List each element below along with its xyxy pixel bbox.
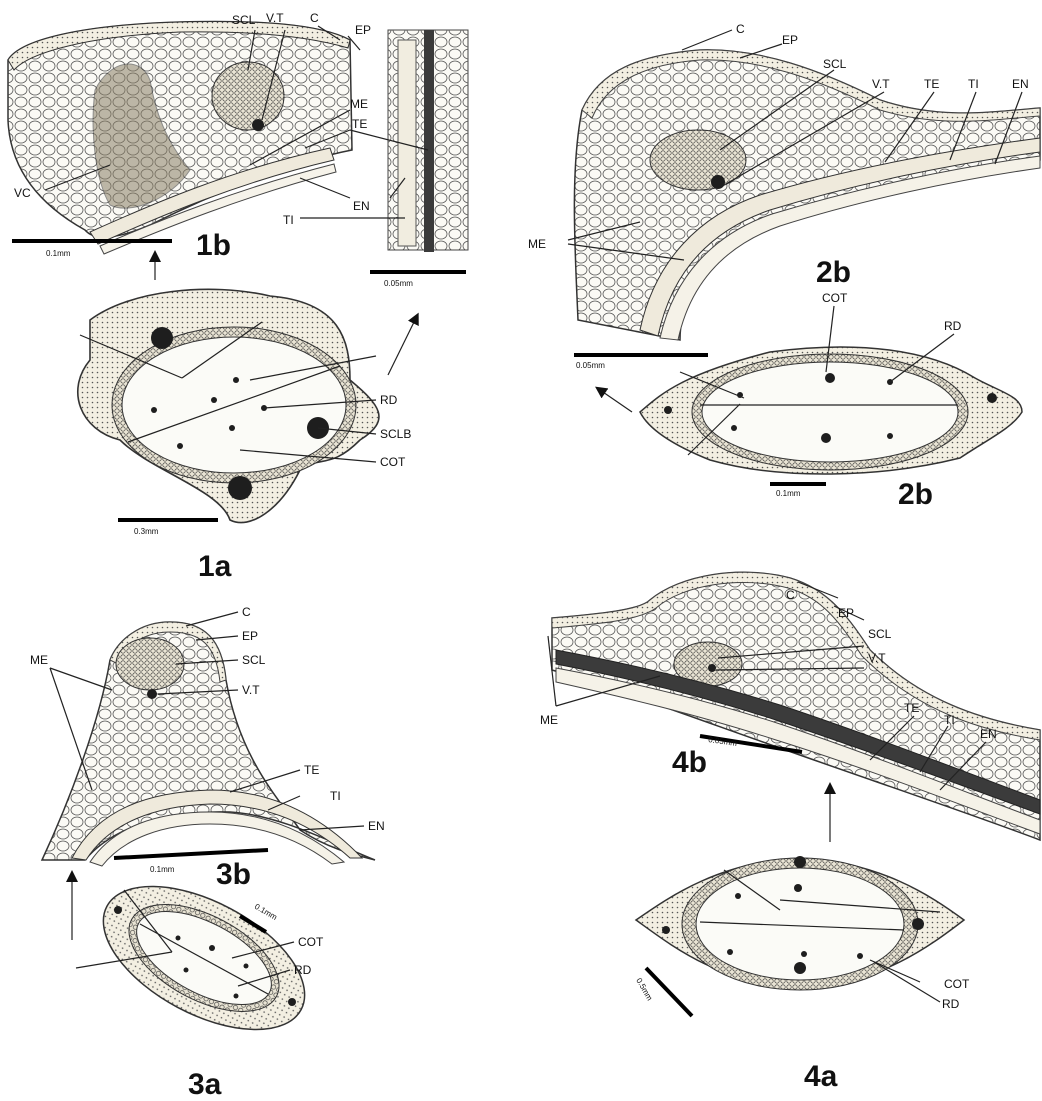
label-2b-te: TE <box>924 77 939 91</box>
panel-3a: COT RD 0.1mm 3a <box>76 857 327 1101</box>
label-4b-me: ME <box>540 713 558 727</box>
label-3b-me: ME <box>30 653 48 667</box>
label-1a-sclb: SCLB <box>380 427 411 441</box>
label-3b-scl: SCL <box>242 653 266 667</box>
label-4a-cot: COT <box>944 977 970 991</box>
label-3b-ti: TI <box>330 789 341 803</box>
figure-label-2b-bottom: 2b <box>898 478 933 511</box>
label-1b-scl: SCL <box>232 13 256 27</box>
scale-3b: 0.1mm <box>150 865 175 874</box>
figure-label-3b: 3b <box>216 858 251 891</box>
scale-1b-side: 0.05mm <box>384 279 413 288</box>
figure-label-1b: 1b <box>196 229 231 262</box>
scale-1a: 0.3mm <box>134 527 159 536</box>
panel-1b-sclerenchyma <box>212 62 284 130</box>
label-1b-c: C <box>310 11 319 25</box>
label-1b-me: ME <box>350 97 368 111</box>
scale-2b-bottom: 0.1mm <box>776 489 801 498</box>
label-2b-en: EN <box>1012 77 1029 91</box>
scale-3a: 0.1mm <box>253 902 279 922</box>
label-2b-ep: EP <box>782 33 798 47</box>
label-3a-cot: COT <box>298 935 324 949</box>
panel-3b: C EP SCL V.T ME TE TI EN 0.1mm 3b <box>30 605 385 891</box>
label-1a-cot: COT <box>380 455 406 469</box>
label-2b-rd: RD <box>944 319 962 333</box>
label-1b-vt: V.T <box>266 11 284 25</box>
panel-3b-sclerenchyma <box>116 638 184 690</box>
panel-1b-side-testa <box>424 30 434 252</box>
label-2b-ti: TI <box>968 77 979 91</box>
label-1b-te: TE <box>352 117 367 131</box>
figure-label-4a: 4a <box>804 1060 838 1093</box>
panel-2b-bottom: COT RD 0.1mm 2b <box>640 291 1022 511</box>
figure-label-3a: 3a <box>188 1068 222 1101</box>
label-2b-cot: COT <box>822 291 848 305</box>
label-2b-scl: SCL <box>823 57 847 71</box>
label-3b-vt: V.T <box>242 683 260 697</box>
label-3b-te: TE <box>304 763 319 777</box>
scalebar-4a <box>646 968 692 1016</box>
label-1b-ti: TI <box>283 213 294 227</box>
panel-4a: COT RD 0.5mm 4a <box>634 856 970 1093</box>
scale-4b: 0.05mm <box>708 735 738 748</box>
label-4b-en: EN <box>980 727 997 741</box>
label-4b-te: TE <box>904 701 919 715</box>
label-4b-vt: V.T <box>868 651 886 665</box>
label-4b-ep: EP <box>838 606 854 620</box>
scalebar-3b <box>114 850 268 858</box>
panel-1b: SCL V.T C EP ME TE EN TI VC 0.1mm 0.05mm… <box>8 11 468 288</box>
panel-1a: RD SCLB COT 0.3mm 1a <box>78 289 412 583</box>
figure-label-2b-top: 2b <box>816 256 851 289</box>
label-2b-me: ME <box>528 237 546 251</box>
label-2b-c: C <box>736 22 745 36</box>
scale-1b-main: 0.1mm <box>46 249 71 258</box>
scale-4a: 0.5mm <box>634 977 654 1003</box>
label-3a-rd: RD <box>294 963 312 977</box>
label-4b-c: C <box>786 588 795 602</box>
label-1a-rd: RD <box>380 393 398 407</box>
panel-4b: C EP SCL V.T ME TE TI EN 0.05mm 4b <box>540 572 1040 840</box>
arrow-1a-to-1b-side <box>388 318 416 375</box>
figure-label-4b: 4b <box>672 746 707 779</box>
label-2b-vt: V.T <box>872 77 890 91</box>
label-1b-en: EN <box>353 199 370 213</box>
label-3b-ep: EP <box>242 629 258 643</box>
panel-2b-top: C EP SCL V.T TE TI EN ME 0.05mm 2b <box>528 22 1040 370</box>
scale-2b-top: 0.05mm <box>576 361 605 370</box>
label-1b-vc: VC <box>14 186 31 200</box>
panel-1b-vascular-trace <box>252 119 264 131</box>
arrow-2b <box>600 390 632 412</box>
label-4a-rd: RD <box>942 997 960 1011</box>
label-1b-ep: EP <box>355 23 371 37</box>
label-3b-c: C <box>242 605 251 619</box>
figure-label-1a: 1a <box>198 550 232 583</box>
label-4b-scl: SCL <box>868 627 892 641</box>
label-4b-ti: TI <box>944 713 955 727</box>
label-3b-en: EN <box>368 819 385 833</box>
